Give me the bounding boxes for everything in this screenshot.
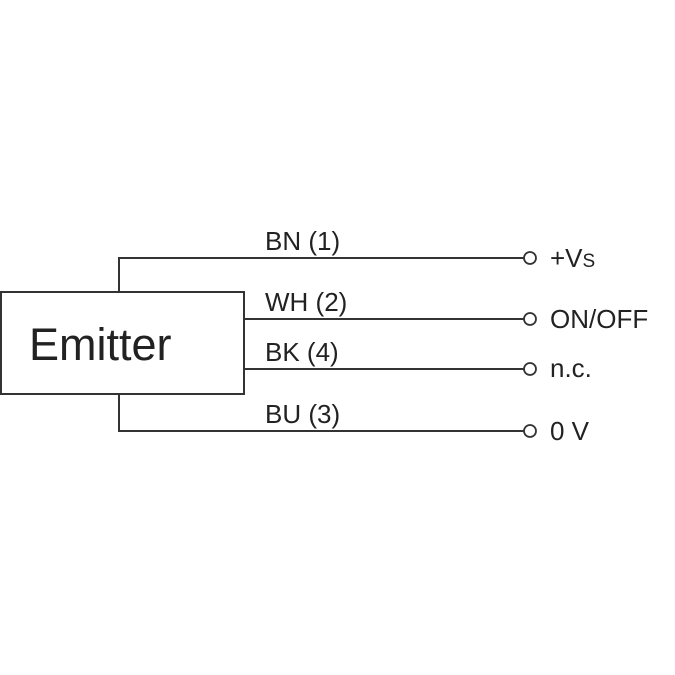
terminal-onoff (523, 312, 537, 326)
terminal-vs (523, 251, 537, 265)
terminal-label-0v: 0 V (550, 416, 590, 446)
terminal-label-nc: n.c. (550, 353, 592, 383)
wire-label-wh: WH (2) (265, 287, 347, 317)
terminal-label-vs-main: +V (550, 243, 583, 273)
wire-bn (118, 257, 524, 292)
terminal-label-vs-sub: S (583, 251, 596, 272)
terminal-label-onoff: ON/OFF (550, 304, 648, 334)
wire-label-bn: BN (1) (265, 226, 340, 256)
terminal-nc (523, 362, 537, 376)
terminal-label-vs: +VS (550, 243, 595, 273)
terminal-0v (523, 424, 537, 438)
wire-label-bu: BU (3) (265, 399, 340, 429)
emitter-label: Emitter (29, 319, 172, 370)
wire-bu (118, 394, 524, 432)
emitter-box (0, 291, 245, 395)
wire-label-bk: BK (4) (265, 337, 339, 367)
